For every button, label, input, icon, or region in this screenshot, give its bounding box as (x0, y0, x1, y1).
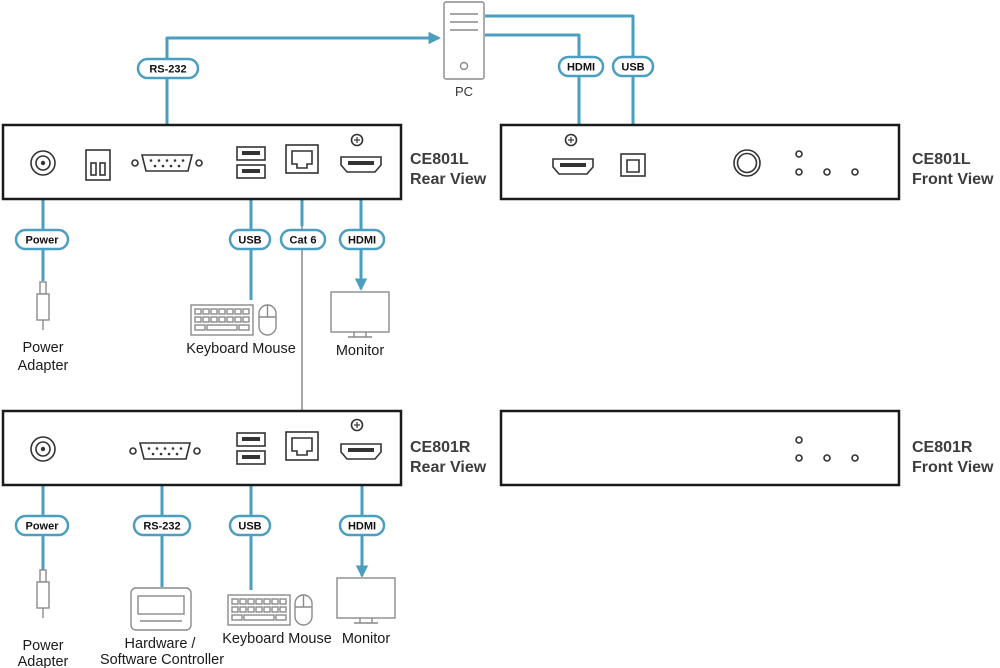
power-remote-label: Power (14, 514, 70, 537)
ce801r-front-view-label: Front View (912, 459, 994, 476)
power-adapter-remote-line1: Power (22, 638, 63, 654)
ce801r-rear-view-label: Rear View (410, 459, 487, 476)
svg-text:Power: Power (25, 235, 59, 247)
hdmi-symbol-icon (350, 133, 364, 147)
svg-text:Power: Power (25, 521, 59, 533)
keyboard-icon (190, 304, 254, 336)
power-button-icon (733, 149, 761, 177)
ce801r-rear-model: CE801R (410, 439, 471, 456)
power-adapter-remote-line2: Adapter (18, 654, 69, 668)
led-indicators-icon (795, 436, 859, 462)
monitor-remote-label: Monitor (342, 631, 391, 647)
pc-tower-icon (443, 1, 485, 80)
monitor-icon (336, 577, 396, 624)
ce801l-rear-view-label: Rear View (410, 171, 487, 188)
ce801r-rear-panel (1, 409, 403, 487)
svg-text:RS-232: RS-232 (149, 64, 186, 76)
keyboard-mouse-local-label: Keyboard Mouse (186, 341, 296, 357)
rs232-remote-label: RS-232 (132, 514, 192, 537)
svg-text:USB: USB (238, 521, 261, 533)
hdmi-cable-top (485, 33, 586, 151)
keyboard-mouse-remote-label: Keyboard Mouse (222, 631, 332, 647)
hdmi-port-icon (552, 158, 594, 175)
monitor-icon (330, 291, 390, 338)
usb-top-label: USB (611, 55, 655, 78)
controller-icon (130, 587, 192, 631)
svg-text:USB: USB (621, 62, 644, 74)
mouse-icon (258, 304, 277, 336)
svg-text:USB: USB (238, 235, 261, 247)
ce801l-front-panel (499, 123, 901, 201)
dc-jack-icon (30, 436, 56, 462)
svg-text:HDMI: HDMI (348, 235, 376, 247)
dc-jack-icon (30, 150, 56, 176)
usb-local-label: USB (228, 228, 272, 251)
svg-text:HDMI: HDMI (567, 62, 595, 74)
svg-text:Cat 6: Cat 6 (290, 235, 317, 247)
dip-switch-icon (85, 149, 111, 181)
rs232-top-label: RS-232 (136, 57, 200, 80)
svg-text:RS-232: RS-232 (143, 521, 180, 533)
hdmi-symbol-icon (350, 418, 364, 432)
usb-b-port-icon (620, 153, 646, 177)
svg-text:HDMI: HDMI (348, 521, 376, 533)
led-indicators-icon (795, 150, 859, 176)
monitor-local-label: Monitor (336, 343, 385, 359)
hdmi-local-label: HDMI (338, 228, 386, 251)
hdmi-top-label: HDMI (557, 55, 605, 78)
rj45-port-icon (285, 144, 319, 174)
controller-label-line1: Hardware / (125, 636, 197, 652)
rj45-port-icon (285, 431, 319, 461)
cat6-label: Cat 6 (279, 228, 327, 251)
hdmi-remote-label: HDMI (338, 514, 386, 537)
rs232-cable-top (165, 31, 441, 150)
ce801r-front-model: CE801R (912, 439, 973, 456)
keyboard-icon (227, 594, 291, 626)
ce801l-rear-model: CE801L (410, 151, 469, 168)
plug-icon (36, 281, 50, 331)
mouse-icon (294, 594, 313, 626)
ce801l-front-model: CE801L (912, 151, 971, 168)
ce801r-front-panel (499, 409, 901, 487)
ce801l-front-view-label: Front View (912, 171, 994, 188)
power-adapter-local-line2: Adapter (18, 358, 69, 374)
hdmi-symbol-icon (564, 133, 578, 147)
hdmi-port-icon (340, 156, 382, 173)
ce801l-rear-panel (1, 123, 403, 201)
power-local-label: Power (14, 228, 70, 251)
usb-cable-top (485, 14, 635, 153)
controller-label-line2: Software Controller (100, 652, 224, 668)
pc-label: PC (455, 84, 473, 99)
plug-icon (36, 569, 50, 619)
usb-remote-label: USB (228, 514, 272, 537)
power-adapter-local-line1: Power (22, 340, 63, 356)
hdmi-port-icon (340, 443, 382, 460)
